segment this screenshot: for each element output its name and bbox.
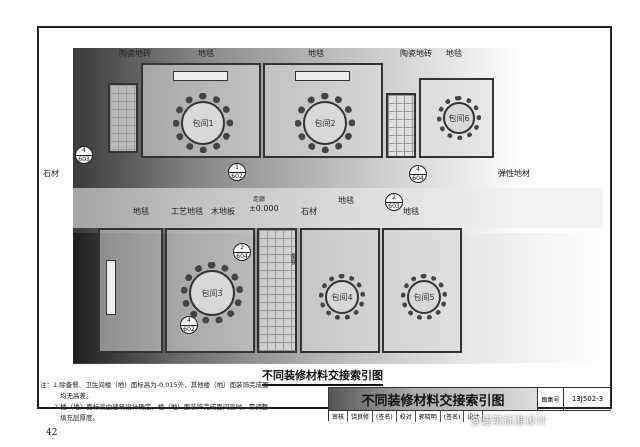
label-carpet: 地毯: [446, 49, 462, 58]
label-wood-floor: 木地板: [211, 207, 235, 216]
room-label: 包间3: [201, 288, 223, 298]
label-ceramic-tile: 陶瓷地砖: [400, 49, 432, 58]
label-corridor: 走廊: [253, 196, 266, 203]
room-6: 包间6: [419, 78, 494, 158]
room-4: 包间4: [300, 228, 380, 353]
room-5: 包间5: [382, 228, 462, 353]
restroom-right: [386, 93, 416, 158]
sofa: [173, 71, 228, 81]
dining-table-2: 包间2: [295, 93, 355, 153]
corridor: [73, 188, 603, 228]
drawing-caption: 不同装修材料交接索引图: [262, 367, 383, 386]
room-label: 包间6: [448, 113, 470, 123]
note-2: 2.楼（地）面标高由建筑设计确定，楼（地）面装饰完成面间高时，需调整: [54, 403, 269, 411]
sofa: [106, 260, 116, 315]
title-block-title: 不同装修材料交接索引图: [329, 388, 537, 410]
watermark: @建筑标准设计: [470, 414, 547, 427]
lounge-area: [98, 228, 163, 353]
notes: 注：1.除备餐、卫生间楼（地）面标高为-0.015外，其他楼（地）面装饰完成面 …: [40, 380, 340, 424]
sign-cell: 郭晓明: [416, 411, 441, 422]
room-label: 包间4: [331, 292, 353, 302]
notes-prefix: 注：: [40, 381, 53, 389]
room-label: 包间1: [192, 118, 214, 128]
label-stone: 石材: [301, 207, 317, 216]
room-label: 包间2: [314, 118, 336, 128]
pantry-restroom: [257, 228, 297, 353]
note-2-cont: 填充层厚度。: [60, 414, 99, 422]
restroom-left: [108, 83, 138, 153]
dining-table-4: 包间4: [319, 274, 365, 320]
dining-table-5: 包间5: [401, 274, 447, 320]
label-elevation: ±0.000: [249, 204, 279, 213]
label-carpet: 地毯: [308, 49, 324, 58]
label-carpet: 地毯: [198, 49, 214, 58]
title-block: 不同装修材料交接索引图 图集号 13J502-3 审核 饶良修 (签名) 校对 …: [328, 387, 611, 422]
room-1: 包间1: [141, 63, 261, 158]
note-1: 1.除备餐、卫生间楼（地）面标高为-0.015外，其他楼（地）面装饰完成面: [53, 381, 269, 389]
label-stone: 石材: [43, 169, 59, 178]
floor-plan: 包间1 包间2 包间6 包间3 包间4 包间5 陶瓷地砖 地毯 地毯 陶瓷地砖 …: [43, 48, 603, 364]
label-pantry: 备餐: [289, 253, 296, 265]
signature-row: 审核 饶良修 (签名) 校对 郭晓明 (签名) 设计: [329, 410, 611, 422]
dining-table-3: 包间3: [181, 262, 243, 324]
sign-cell: (签名): [373, 411, 397, 422]
page-number: 42: [46, 428, 58, 438]
note-1-cont: 均无高差。: [60, 392, 93, 400]
room-label: 包间5: [413, 292, 435, 302]
sign-cell: 校对: [397, 411, 416, 422]
room-2: 包间2: [263, 63, 383, 158]
label-craft-carpet: 工艺地毯: [171, 207, 203, 216]
dining-table-6: 包间6: [437, 96, 481, 140]
sign-cell: 设计: [464, 411, 484, 422]
sign-cell: 饶良修: [348, 411, 374, 422]
sign-cell: (签名): [441, 411, 465, 422]
sofa: [295, 71, 350, 81]
label-carpet: 地毯: [338, 196, 354, 205]
dining-table-1: 包间1: [173, 93, 233, 153]
label-carpet: 地毯: [133, 207, 149, 216]
sign-cell: 审核: [329, 411, 349, 422]
label-carpet: 地毯: [403, 207, 419, 216]
label-elastic-floor: 弹性地材: [498, 169, 530, 178]
label-ceramic-tile: 陶瓷地砖: [119, 49, 151, 58]
room-3: 包间3: [165, 228, 255, 353]
atlas-number-label: 图集号: [537, 388, 563, 410]
atlas-number: 13J502-3: [563, 388, 611, 410]
